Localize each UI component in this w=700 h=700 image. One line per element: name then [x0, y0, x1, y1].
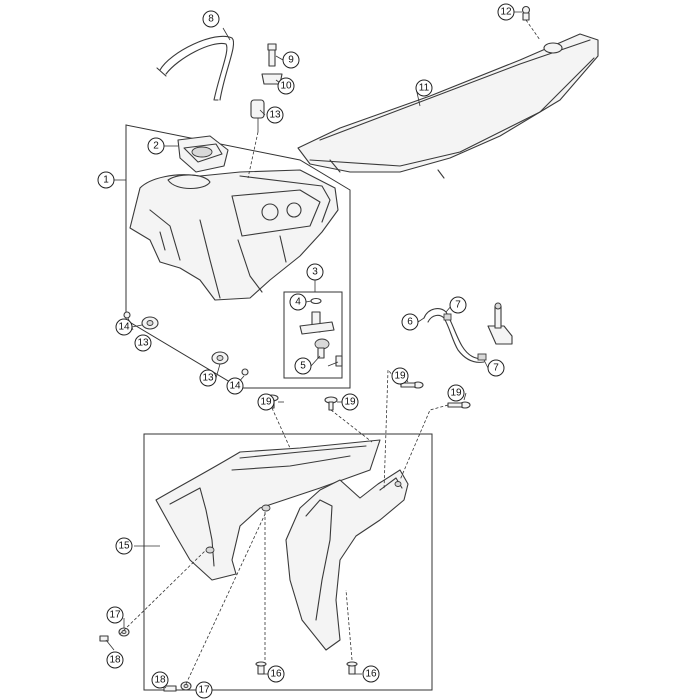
callout-18-a: 18 [106, 651, 124, 669]
callout-10: 10 [277, 77, 295, 95]
callout-label: 18 [154, 675, 166, 686]
callout-label: 7 [493, 363, 499, 374]
bolt-16-b [346, 661, 358, 675]
alignment-line [185, 511, 267, 685]
tank-mount-right [211, 351, 249, 376]
left-spoiler [155, 439, 381, 581]
callout-label: 17 [198, 685, 210, 696]
callout-19-c: 19 [391, 367, 409, 385]
fuel-pump-group-frame [283, 291, 343, 379]
callout-label: 16 [270, 669, 282, 680]
fuel-pump [299, 297, 343, 367]
callout-label: 14 [118, 322, 130, 333]
seat-screw [521, 5, 531, 21]
alignment-line [399, 404, 449, 481]
callout-19-a: 19 [257, 393, 275, 411]
callout-label: 19 [394, 371, 406, 382]
callout-label: 10 [280, 81, 292, 92]
vent-valve-stack [250, 43, 283, 132]
callout-label: 3 [312, 267, 318, 278]
callout-label: 13 [137, 338, 149, 349]
callout-15: 15 [115, 537, 133, 555]
callout-label: 17 [109, 610, 121, 621]
callout-14-b: 14 [226, 377, 244, 395]
callout-label: 4 [295, 297, 301, 308]
callout-label: 19 [260, 397, 272, 408]
alignment-line [271, 407, 291, 449]
callout-12: 12 [497, 3, 515, 21]
callout-label: 9 [288, 55, 294, 66]
fuel-line [423, 308, 485, 363]
callout-label: 12 [500, 7, 512, 18]
callout-19-d: 19 [447, 384, 465, 402]
right-spoiler [285, 469, 409, 651]
callout-1: 1 [97, 171, 115, 189]
alignment-line [247, 131, 259, 179]
alignment-line [119, 549, 207, 635]
tank-mount-left [123, 311, 159, 330]
callout-13-a: 13 [266, 106, 284, 124]
callout-13-c: 13 [199, 369, 217, 387]
screw-19-d [447, 401, 471, 409]
callout-8: 8 [202, 10, 220, 28]
callout-7-b: 7 [487, 359, 505, 377]
side-panel-group-frame [143, 433, 433, 691]
callout-9: 9 [282, 51, 300, 69]
callout-17-a: 17 [106, 606, 124, 624]
callout-label: 14 [229, 381, 241, 392]
callout-11: 11 [415, 79, 433, 97]
callout-label: 7 [455, 300, 461, 311]
fuel-tap [477, 302, 513, 361]
callout-label: 15 [118, 541, 130, 552]
callout-16-b: 16 [362, 665, 380, 683]
fuel-hose [156, 35, 235, 101]
callout-13-b: 13 [134, 334, 152, 352]
screw-19-b [324, 396, 338, 411]
callout-label: 1 [103, 175, 109, 186]
bolt-16-a [255, 661, 267, 675]
callout-label: 18 [109, 655, 121, 666]
callout-label: 6 [407, 317, 413, 328]
callout-19-b: 19 [341, 393, 359, 411]
alignment-line [330, 409, 373, 443]
fuel-tank [129, 169, 339, 301]
callout-6: 6 [401, 313, 419, 331]
alignment-line [345, 589, 353, 661]
callout-label: 2 [153, 141, 159, 152]
seat [297, 33, 599, 179]
callout-label: 13 [269, 110, 281, 121]
screw-19-c [400, 381, 424, 389]
callout-7-a: 7 [449, 296, 467, 314]
callout-label: 13 [202, 373, 214, 384]
washer-17-a [118, 627, 130, 637]
callout-label: 11 [419, 83, 430, 94]
callout-label: 19 [450, 388, 462, 399]
screw-18-b [163, 685, 177, 692]
callout-label: 19 [344, 397, 356, 408]
screw-18-a [99, 635, 109, 642]
callout-18-b: 18 [151, 671, 169, 689]
callout-4: 4 [289, 293, 307, 311]
callout-label: 5 [300, 361, 306, 372]
callout-label: 16 [365, 669, 377, 680]
callout-17-b: 17 [195, 681, 213, 699]
callout-5: 5 [294, 357, 312, 375]
callout-2: 2 [147, 137, 165, 155]
filler-cap-assembly [177, 135, 229, 173]
callout-label: 8 [208, 14, 214, 25]
callout-14-a: 14 [115, 318, 133, 336]
callout-16-a: 16 [267, 665, 285, 683]
alignment-line [525, 19, 541, 41]
callout-3: 3 [306, 263, 324, 281]
